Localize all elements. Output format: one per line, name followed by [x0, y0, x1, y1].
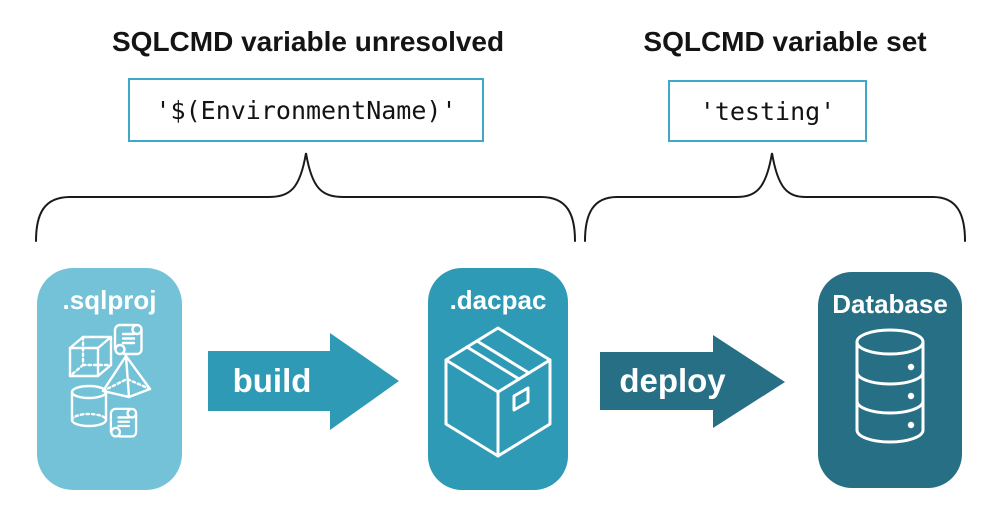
sql-objects-icons	[68, 323, 152, 438]
script-scroll-icon	[113, 323, 143, 356]
right-brace	[584, 152, 966, 242]
node-dacpac: .dacpac	[428, 268, 568, 490]
pyramid-icon	[101, 354, 152, 399]
cube-icon	[68, 335, 113, 378]
node-database: Database	[818, 272, 962, 488]
node-database-label: Database	[832, 289, 948, 319]
code-box-environment-name: '$(EnvironmentName)'	[128, 78, 484, 142]
node-sqlproj-label: .sqlproj	[62, 285, 157, 315]
deploy-arrow-label: deploy	[619, 362, 726, 399]
build-arrow-label: build	[232, 362, 312, 399]
code-box-testing: 'testing'	[668, 80, 867, 142]
left-brace	[35, 152, 576, 242]
build-arrow	[208, 333, 399, 430]
code-text-environment-name: '$(EnvironmentName)'	[155, 95, 457, 125]
deploy-arrow	[600, 335, 785, 428]
heading-sqlcmd-set: SQLCMD variable set	[643, 26, 927, 57]
package-box-icon	[444, 326, 552, 458]
code-text-testing: 'testing'	[699, 96, 836, 126]
database-cylinder-icon	[855, 328, 925, 444]
cylinder-icon	[70, 384, 108, 428]
node-sqlproj: .sqlproj	[37, 268, 182, 490]
heading-sqlcmd-unresolved: SQLCMD variable unresolved	[112, 26, 505, 57]
script-scroll-icon	[109, 407, 138, 438]
node-dacpac-label: .dacpac	[449, 285, 547, 315]
